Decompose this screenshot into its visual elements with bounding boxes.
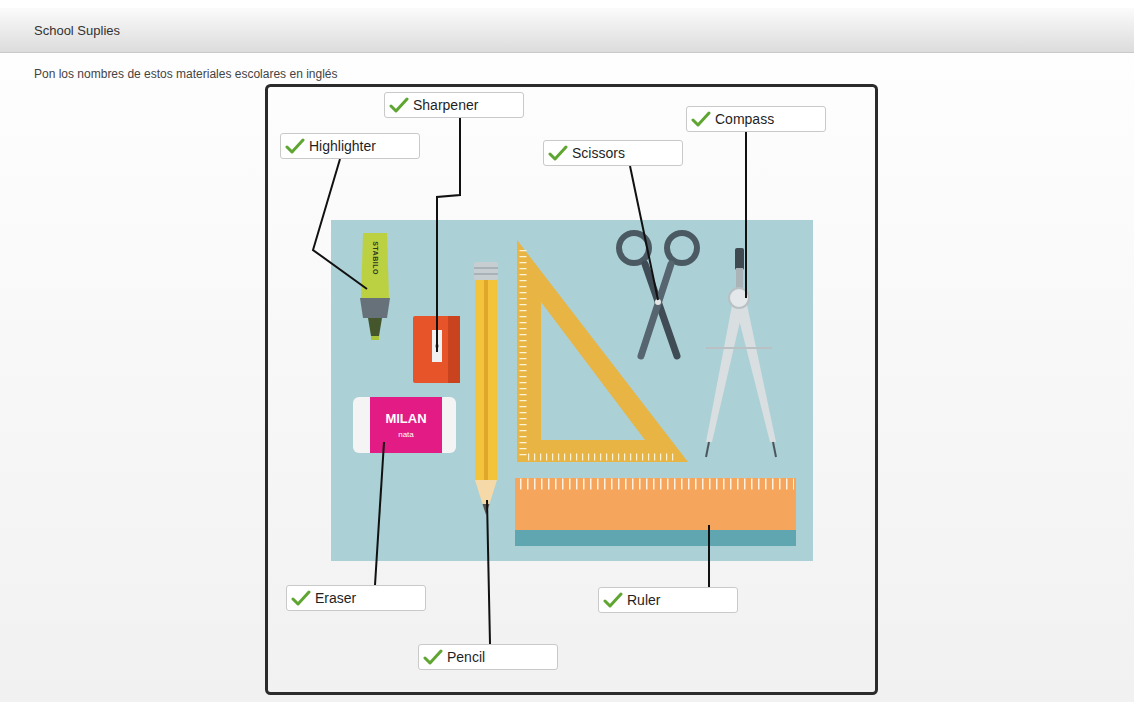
set-square xyxy=(517,240,688,462)
answer-text: Ruler xyxy=(627,592,660,608)
highlighter-cap xyxy=(360,298,390,318)
pencil-body xyxy=(475,278,497,480)
eraser-sleeve xyxy=(370,397,442,453)
check-mark xyxy=(293,592,309,604)
leader-line xyxy=(437,118,460,352)
check-mark xyxy=(285,137,305,155)
eraser-body xyxy=(353,397,456,453)
set-square-ticks xyxy=(520,250,527,456)
scissors-ring xyxy=(667,233,697,263)
check-mark xyxy=(605,594,621,606)
brand-text: MILAN xyxy=(385,411,426,426)
set-square-ticks xyxy=(528,454,676,461)
pencil-drawing xyxy=(474,262,498,515)
check-mark xyxy=(291,589,311,607)
check-mark xyxy=(603,591,623,609)
check-mark xyxy=(423,648,443,666)
set-square-drawing xyxy=(517,240,688,462)
compass-needle xyxy=(706,442,709,457)
pencil-band xyxy=(474,273,498,275)
page-title: School Suplies xyxy=(34,23,120,38)
answer-text: Highlighter xyxy=(309,138,376,154)
leader-lines xyxy=(313,118,746,644)
check-mark xyxy=(389,96,409,114)
compass-leg xyxy=(734,300,776,442)
scissors-drawing xyxy=(619,233,697,356)
leader-line xyxy=(708,525,710,587)
check-mark xyxy=(391,99,407,111)
check-mark xyxy=(548,144,568,162)
answer-text: Compass xyxy=(715,111,774,127)
compass-handle xyxy=(735,248,744,270)
panel xyxy=(331,220,813,561)
frame xyxy=(267,86,877,694)
instruction-text: Pon los nombres de estos materiales esco… xyxy=(34,67,338,81)
brand-text: STABILO xyxy=(372,241,379,275)
scissors-blade xyxy=(645,264,677,356)
answer-text: Scissors xyxy=(572,145,625,161)
sharpener-side xyxy=(448,316,460,383)
ruler-ticks xyxy=(520,479,794,490)
ruler-drawing xyxy=(515,478,796,546)
answer-box: Pencil xyxy=(418,644,558,670)
answer-text: Pencil xyxy=(447,649,485,665)
answer-box: Eraser xyxy=(286,585,426,611)
pencil-lead xyxy=(483,504,490,515)
compass-lead xyxy=(773,442,776,457)
pencil-ferrule xyxy=(474,262,498,280)
brand-text: nata xyxy=(398,430,414,439)
highlighter-tip xyxy=(368,318,382,336)
eraser-drawing xyxy=(353,397,456,453)
check-mark xyxy=(287,140,303,152)
answer-box: Highlighter xyxy=(280,133,420,159)
header-bar: School Suplies xyxy=(0,8,1134,53)
leader-line xyxy=(745,132,747,298)
compass-leg xyxy=(706,300,745,442)
answer-box: Scissors xyxy=(543,140,683,166)
answer-text: Eraser xyxy=(315,590,356,606)
leader-line xyxy=(375,442,384,585)
check-mark xyxy=(693,113,709,125)
check-mark xyxy=(425,651,441,663)
pencil-stripe xyxy=(484,278,488,480)
answer-box: Ruler xyxy=(598,587,738,613)
leader-line xyxy=(313,159,367,289)
pencil-wood xyxy=(475,480,497,515)
answer-text: Sharpener xyxy=(413,97,478,113)
leader-line xyxy=(630,166,658,300)
leader-line xyxy=(487,500,490,644)
check-mark xyxy=(550,147,566,159)
ruler-body xyxy=(515,478,796,530)
ruler-edge xyxy=(515,530,796,546)
pencil-band xyxy=(474,267,498,269)
compass-drawing xyxy=(706,248,776,457)
check-mark xyxy=(691,110,711,128)
answer-box: Sharpener xyxy=(384,92,524,118)
compass-bar xyxy=(706,347,772,349)
answer-box: Compass xyxy=(686,106,826,132)
highlighter-ink xyxy=(371,336,379,340)
scissors-blade xyxy=(641,264,671,356)
